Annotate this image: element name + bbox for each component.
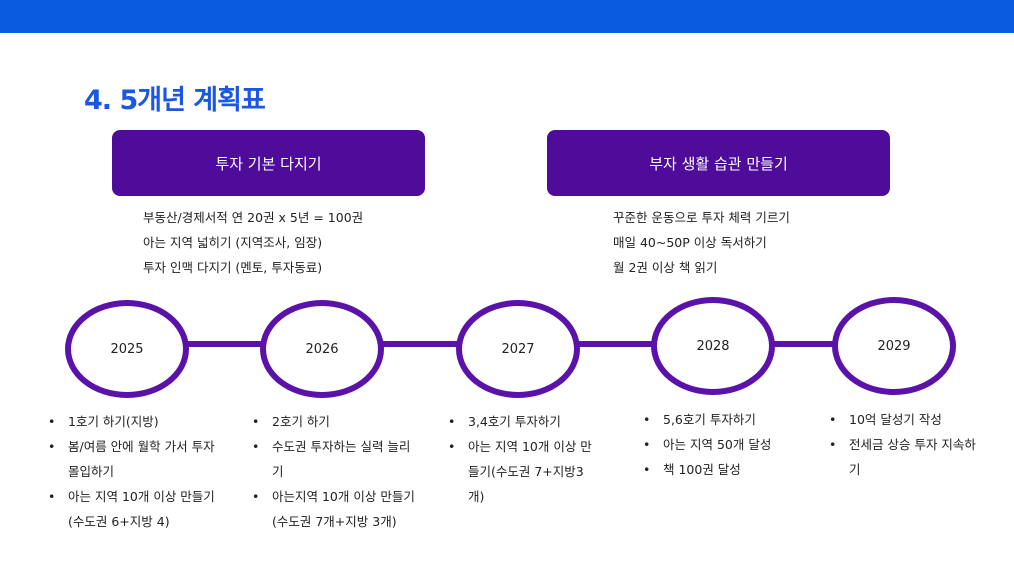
year-plan-2027: 3,4호기 투자하기 아는 지역 10개 이상 만들기(수도권 7+지방3개) [448,409,598,509]
goal-list-habits: 꾸준한 운동으로 투자 체력 기르기 매일 40~50P 이상 독서하기 월 2… [613,205,790,280]
goal-item: 꾸준한 운동으로 투자 체력 기르기 [613,210,790,225]
goal-item: 매일 40~50P 이상 독서하기 [613,235,767,250]
goal-box-label: 부자 생활 습관 만들기 [649,154,788,173]
year-plan-2028: 5,6호기 투자하기 아는 지역 50개 달성 책 100권 달성 [643,407,813,482]
goal-box-label: 투자 기본 다지기 [215,154,322,173]
year-plan-2025: 1호기 하기(지방) 봄/여름 안에 월학 가서 투자 몰입하기 아는 지역 1… [48,409,228,534]
goal-item: 투자 인맥 다지기 (멘토, 투자동료) [143,260,323,275]
top-bar [0,0,1014,33]
year-label: 2027 [501,341,535,357]
year-circle-2025: 2025 [65,300,189,398]
goal-box-habits: 부자 생활 습관 만들기 [547,130,890,196]
year-label: 2026 [305,341,339,357]
list-item: 아는 지역 10개 이상 만들기(수도권 6+지방 4) [48,484,228,534]
list-item: 봄/여름 안에 월학 가서 투자 몰입하기 [48,434,228,484]
goal-list-investment-basics: 부동산/경제서적 연 20권 x 5년 = 100권 아는 지역 넓히기 (지역… [143,205,363,280]
year-circle-2029: 2029 [832,297,956,395]
list-item: 수도권 투자하는 실력 늘리기 [252,434,417,484]
page-title: 4. 5개년 계획표 [84,85,266,116]
year-circle-2028: 2028 [651,297,775,395]
goal-item: 부동산/경제서적 연 20권 x 5년 = 100권 [143,210,364,225]
year-label: 2025 [110,341,144,357]
year-circle-2026: 2026 [260,300,384,398]
list-item: 1호기 하기(지방) [48,409,228,434]
list-item: 아는 지역 10개 이상 만들기(수도권 7+지방3개) [448,434,598,509]
goal-box-investment-basics: 투자 기본 다지기 [112,130,425,196]
year-circle-2027: 2027 [456,300,580,398]
goal-item: 아는 지역 넓히기 (지역조사, 임장) [143,235,323,250]
list-item: 전세금 상승 투자 지속하기 [829,432,979,482]
list-item: 3,4호기 투자하기 [448,409,598,434]
year-label: 2029 [877,338,911,354]
list-item: 아는 지역 50개 달성 [643,432,813,457]
list-item: 2호기 하기 [252,409,417,434]
list-item: 5,6호기 투자하기 [643,407,813,432]
goal-item: 월 2권 이상 책 읽기 [613,260,718,275]
list-item: 책 100권 달성 [643,457,813,482]
year-plan-2026: 2호기 하기 수도권 투자하는 실력 늘리기 아는지역 10개 이상 만들기(수… [252,409,417,534]
year-plan-2029: 10억 달성기 작성 전세금 상승 투자 지속하기 [829,407,979,482]
list-item: 10억 달성기 작성 [829,407,979,432]
list-item: 아는지역 10개 이상 만들기(수도권 7개+지방 3개) [252,484,417,534]
year-label: 2028 [696,338,730,354]
